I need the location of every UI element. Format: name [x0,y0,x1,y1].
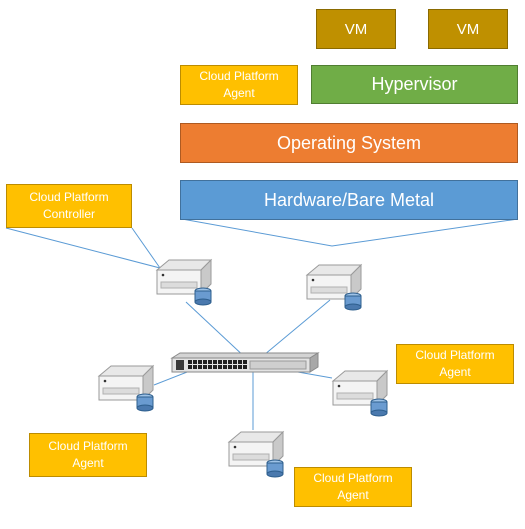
vm-label-2: VM [456,20,480,38]
hardware-bracket-line [181,218,519,247]
callout-agent-top-text: Cloud Platform Agent [199,69,279,100]
link-server-top-left [185,301,249,361]
vm-box-1: VM [316,9,396,49]
operating-system-box: Operating System [180,123,518,163]
server-with-database-icon [155,258,213,306]
hardware-box: Hardware/Bare Metal [180,180,518,220]
network-switch-icon [170,352,320,373]
link-server-top-right [257,299,331,361]
callout-agent-bottom: Cloud Platform Agent [294,467,412,507]
hardware-label: Hardware/Bare Metal [263,189,435,210]
callout-agent-top: Cloud Platform Agent [180,65,298,105]
server-with-database-icon [227,430,285,478]
callout-controller: Cloud Platform Controller [6,184,132,228]
callout-agent-right: Cloud Platform Agent [396,344,514,384]
callout-agent-left-text: Cloud Platform Agent [48,439,128,470]
vm-box-2: VM [428,9,508,49]
server-with-database-icon [305,263,363,311]
callout-agent-right-text: Cloud Platform Agent [415,348,495,379]
operating-system-label: Operating System [276,132,422,153]
callout-agent-left: Cloud Platform Agent [29,433,147,477]
server-with-database-icon [97,364,155,412]
vm-label-1: VM [344,20,368,38]
callout-agent-bottom-text: Cloud Platform Agent [313,471,393,502]
callout-controller-text: Cloud Platform Controller [29,190,109,221]
controller-pointer-line [5,227,162,269]
server-with-database-icon [331,369,389,417]
hypervisor-box: Hypervisor [311,65,518,104]
hypervisor-label: Hypervisor [371,74,458,94]
